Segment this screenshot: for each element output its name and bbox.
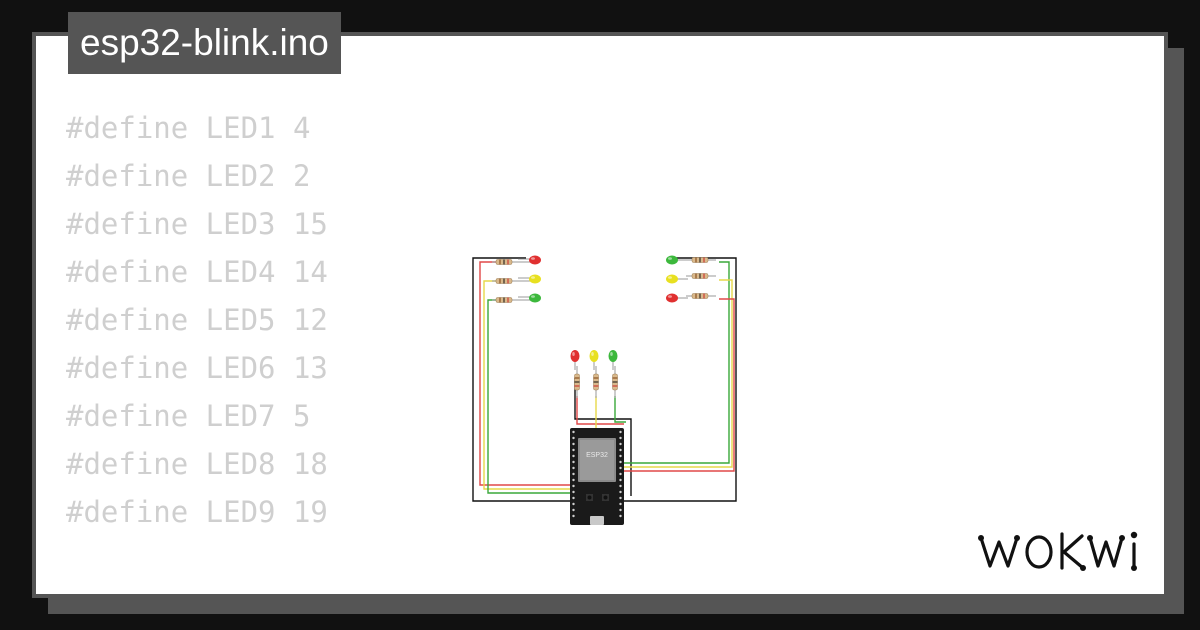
code-line: #define LED3 15 [66,207,328,241]
wire-red-right [624,298,735,472]
resistor-center-2 [593,366,599,398]
wire-yellow-left [483,280,572,490]
led-red-center [570,350,580,370]
led-green-left [518,293,541,303]
led-green-center [608,350,618,370]
led-red-right [666,293,688,303]
code-line: void setup() { [66,584,328,594]
wire-green-left [487,299,572,494]
wire-green-right [624,261,730,464]
resistor-left-1 [492,259,518,265]
resistor-right-2 [686,273,716,279]
wire-red-center [576,396,624,425]
resistor-left-2 [492,278,518,284]
code-line: #define LED5 12 [66,303,328,337]
esp32-board: ESP32 [570,428,624,525]
pin-header-left [572,430,575,518]
project-title: esp32-blink.ino [68,12,341,74]
led-yellow-right [666,274,688,284]
code-line: #define LED7 5 [66,399,311,433]
wire-green-center [614,396,626,423]
code-line: #define LED9 19 [66,495,328,529]
code-line: #define LED6 13 [66,351,328,385]
led-yellow-left [518,274,541,284]
usb-port [590,516,604,525]
circuit-diagram: ESP32 [472,255,737,525]
resistor-center-1 [574,366,580,398]
resistor-left-3 [492,297,518,303]
wire-red-left [479,261,572,486]
code-line: #define LED4 14 [66,255,328,289]
project-card: #define LED1 4 #define LED2 2 #define LE… [32,32,1168,598]
pin-header-right [619,430,622,518]
esp32-chip-label: ESP32 [586,452,608,459]
code-line: #define LED1 4 [66,111,311,145]
led-green-right [666,255,688,265]
resistor-right-3 [686,293,716,299]
code-line: #define LED2 2 [66,159,311,193]
code-snippet: #define LED1 4 #define LED2 2 #define LE… [66,104,328,594]
resistor-right-1 [686,257,716,263]
wokwi-logo [978,531,1138,571]
wire-yellow-right [624,279,733,468]
resistor-center-3 [612,366,618,398]
led-yellow-center [589,350,599,370]
code-line: #define LED8 18 [66,447,328,481]
led-red-left [518,255,541,265]
